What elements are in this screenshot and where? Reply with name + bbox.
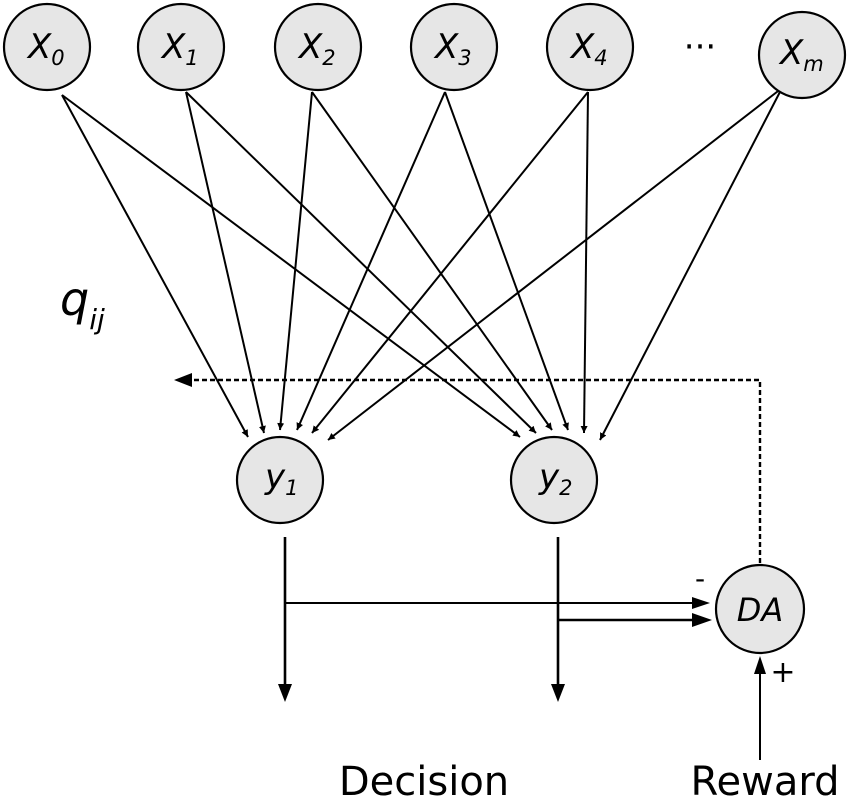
input-node-x2: X2 [273,2,363,92]
edge-xm-to-y1 [327,87,783,441]
edge-x3-to-y2 [444,91,569,431]
output-node-y1: y1 [235,435,325,525]
edge-x1-to-y1 [185,91,266,434]
dopamine-feedback-line [192,378,762,563]
edge-x2-to-y2 [311,91,553,431]
feedback-arrowhead [174,373,192,387]
weight-label: qij [60,272,105,336]
edge-xm-to-y2 [599,87,783,441]
decision-arrowhead-y1 [278,684,292,702]
svg-text:Xm: Xm [778,33,824,76]
input-node-x4: X4 [545,2,635,92]
reward-label: Reward [691,759,840,800]
input-node-label: X [778,33,804,73]
input-node-x1: X1 [136,2,226,92]
input-node-subscript: m [803,52,823,76]
input-node-label: X [26,27,52,67]
output-node-label: y [264,457,286,497]
input-node-x0: X0 [2,2,92,92]
da-plus-sign: + [770,655,795,690]
output-node-subscript: 1 [285,476,298,500]
input-node-subscript: 2 [322,46,335,70]
input-node-subscript: 1 [185,46,198,70]
input-node-label: X [569,27,595,67]
input-node-subscript: 4 [594,46,607,70]
input-node-subscript: 3 [458,46,471,70]
edge-x2-to-y1 [277,91,313,431]
input-ellipsis: ··· [684,27,716,67]
input-node-label: X [297,27,323,67]
svg-text:y1: y1 [264,457,299,500]
svg-text:X4: X4 [569,27,608,70]
da-node-label: DA [737,591,784,629]
svg-text:X0: X0 [26,27,65,70]
output-layer: y1 y2 [235,435,599,525]
svg-text:X2: X2 [297,27,336,70]
edge-x0-to-y1 [61,94,249,438]
reward-arrowhead [754,656,766,674]
output-node-subscript: 2 [559,476,572,500]
input-node-label: X [160,27,186,67]
da-minus-sign: - [695,562,705,595]
weight-label-main: q [60,272,89,326]
input-node-subscript: 0 [51,46,64,70]
y2-to-da-arrowhead [692,613,712,627]
connection-edges [61,87,783,441]
decision-label: Decision [339,759,509,800]
input-node-x3: X3 [409,2,499,92]
input-node-xm: Xm [757,10,847,100]
svg-text:X3: X3 [433,27,472,70]
da-node: DA [714,563,806,655]
input-node-label: X [433,27,459,67]
decision-arrowhead-y2 [551,684,565,702]
edge-x4-to-y2 [580,91,589,434]
input-layer: X0 X1 X2 X3 X4 ··· Xm [2,2,847,100]
edge-x1-to-y2 [185,91,537,434]
weight-label-subscript: ij [89,303,105,336]
edge-x4-to-y1 [311,91,589,434]
svg-text:y2: y2 [538,457,573,500]
edge-x3-to-y1 [296,91,446,431]
y1-to-da-arrowhead [692,597,710,609]
output-node-label: y [538,457,560,497]
svg-text:X1: X1 [160,27,199,70]
edge-x0-to-y2 [61,94,521,438]
output-node-y2: y2 [509,435,599,525]
